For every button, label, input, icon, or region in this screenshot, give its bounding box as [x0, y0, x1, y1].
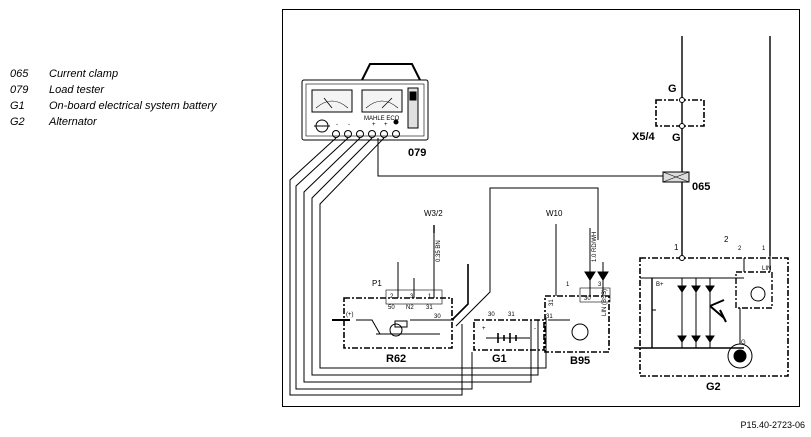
terminal-sign: -	[348, 122, 350, 128]
legend-code: G1	[10, 100, 25, 112]
tester-brand: MAHLE ECO	[364, 116, 400, 122]
pin-label: 50	[388, 305, 395, 311]
pin-label: 31	[508, 312, 515, 318]
pin-label: 1	[674, 243, 679, 252]
label-b95: B95	[570, 355, 590, 367]
pin-label: 1	[762, 246, 766, 252]
legend-code: 065	[10, 68, 29, 80]
tester-terminal	[356, 130, 364, 138]
label-r62: R62	[386, 353, 406, 365]
test-lead	[311, 137, 539, 376]
tester-display	[407, 87, 419, 129]
connector-x5-4	[655, 36, 705, 256]
clamp-lead	[377, 138, 664, 177]
test-lead	[295, 137, 473, 390]
transistor-symbol	[389, 323, 403, 337]
pin-label: 2	[724, 235, 729, 244]
label-g: G	[741, 340, 746, 346]
label-x5-4: X5/4	[632, 131, 656, 143]
pin-label: +	[482, 326, 486, 332]
pin-label: (+)	[346, 312, 354, 318]
pin-label: -	[534, 326, 536, 332]
label-pin-g-bottom: G	[672, 132, 681, 144]
pin-label: N2	[406, 305, 414, 311]
legend: 065 Current clamp 079 Load tester G1 On-…	[10, 66, 217, 130]
regulator-transistor	[750, 286, 766, 302]
terminal-sign: +	[372, 122, 376, 128]
label-wire-0-35-bn: 0.35 BN	[436, 240, 442, 262]
pin-label: 3	[598, 282, 602, 288]
label-w10: W10	[546, 209, 563, 218]
legend-code: 079	[10, 84, 29, 96]
label-wire-1-0-rdwh: 1.0 RD/WH	[592, 232, 598, 262]
tester-terminal	[368, 130, 376, 138]
legend-text: On-board electrical system battery	[49, 100, 217, 112]
legend-code: G2	[10, 116, 25, 128]
terminal-sign: +	[384, 122, 388, 128]
diagram-frame	[282, 9, 800, 407]
label-g1: G1	[492, 353, 507, 365]
r62-module	[332, 187, 599, 349]
label-065: 065	[692, 181, 710, 193]
alternator-g2	[634, 255, 789, 377]
tester-body	[301, 79, 429, 141]
label-w3-2: W3/2	[424, 209, 443, 218]
label-lin: LIN	[762, 266, 771, 272]
pin-label: 30	[488, 312, 495, 318]
tester-handle	[361, 63, 421, 81]
legend-item: 065 Current clamp	[10, 66, 217, 82]
pin-label: 31	[426, 305, 433, 311]
tester-terminal	[344, 130, 352, 138]
reference-code: P15.40-2723-06	[740, 420, 805, 430]
battery-g1	[473, 319, 545, 351]
legend-text: Current clamp	[49, 68, 119, 80]
b95-sensor	[544, 224, 611, 353]
tester-terminal	[380, 130, 388, 138]
resistor-symbol	[394, 320, 408, 328]
pin-label: 2	[390, 294, 394, 300]
legend-item: 079 Load tester	[10, 82, 217, 98]
pin-label: 1	[428, 294, 432, 300]
label-pin-g-top: G	[668, 83, 677, 95]
test-lead	[289, 137, 463, 396]
label-p1: P1	[372, 279, 382, 288]
pin-label: 31	[549, 299, 555, 306]
tester-terminal	[332, 130, 340, 138]
legend-item: G2 Alternator	[10, 114, 217, 130]
pin-label: 1	[566, 282, 570, 288]
transistor-symbol	[571, 323, 589, 341]
pin-label: 30	[434, 314, 441, 320]
pin-label: 30	[584, 296, 591, 302]
terminal-sign: -	[336, 122, 338, 128]
pin-label: 2	[738, 246, 742, 252]
label-b-plus: B+	[656, 282, 664, 288]
legend-item: G1 On-board electrical system battery	[10, 98, 217, 114]
load-tester	[301, 63, 429, 141]
pin-label: 31	[546, 314, 553, 320]
label-g2: G2	[706, 381, 721, 393]
legend-text: Alternator	[49, 116, 97, 128]
pin-label: LIN (BSS)	[602, 289, 608, 316]
tester-terminal	[392, 130, 400, 138]
test-lead	[303, 137, 532, 383]
legend-text: Load tester	[49, 84, 105, 96]
pin-label: 3	[410, 294, 414, 300]
label-079: 079	[408, 147, 426, 159]
